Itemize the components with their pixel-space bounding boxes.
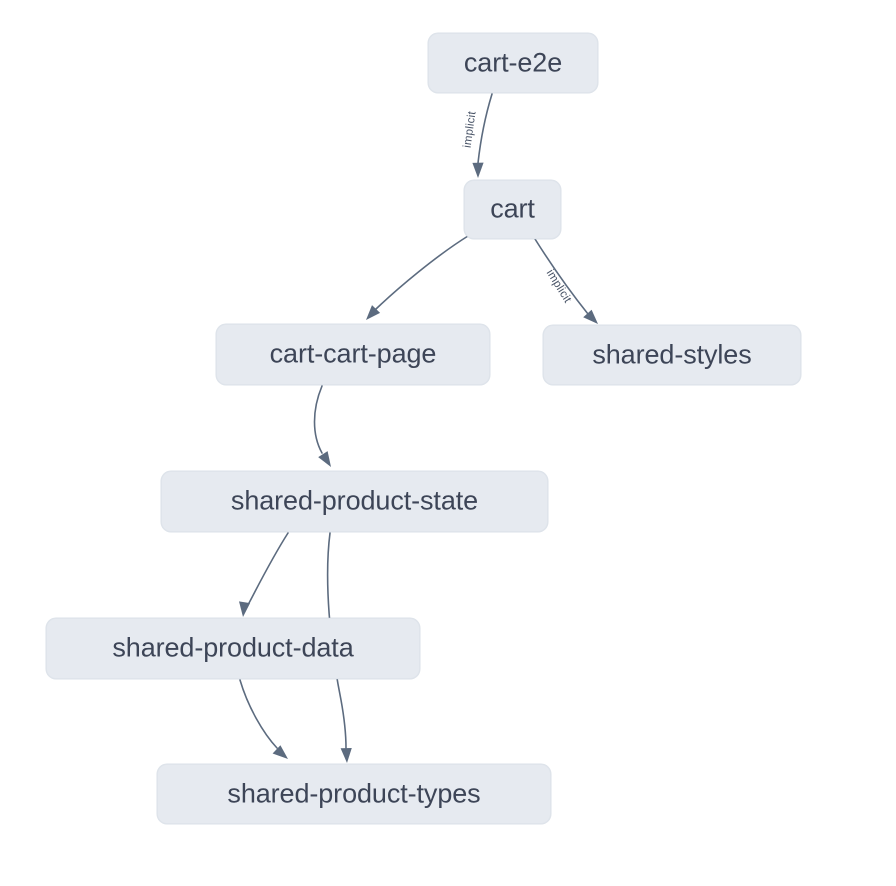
node-shared-product-types[interactable]: shared-product-types (157, 764, 551, 824)
edge-cart-e2e-to-cart: implicit (462, 93, 493, 178)
arrowhead-icon (318, 451, 331, 467)
node-label: shared-product-types (227, 778, 481, 808)
node-cart-e2e[interactable]: cart-e2e (428, 33, 598, 93)
node-label: shared-product-state (230, 485, 479, 516)
node-cart-cart-page[interactable]: cart-cart-page (216, 324, 490, 385)
node-label: shared-product-data (112, 632, 354, 663)
edge-cart-cart-page-to-shared-product-state (313, 385, 331, 467)
arrowhead-icon (583, 309, 598, 324)
arrowhead-icon (239, 601, 251, 617)
node-label: cart-e2e (463, 47, 563, 77)
node-label: shared-styles (592, 339, 752, 369)
node-label: cart (490, 193, 535, 224)
edge-label-implicit-1: implicit (462, 110, 479, 149)
node-label: cart-cart-page (269, 338, 437, 369)
edge-path (248, 532, 289, 604)
edge-shared-product-state-to-shared-product-types (326, 532, 352, 763)
edge-path (326, 532, 347, 749)
edge-cart-to-shared-styles: implicit (534, 238, 598, 324)
arrowhead-icon (472, 162, 484, 178)
arrowhead-icon (366, 305, 381, 320)
node-cart[interactable]: cart (464, 180, 561, 239)
edge-cart-to-cart-cart-page (366, 235, 469, 320)
node-shared-product-state[interactable]: shared-product-state (161, 471, 548, 532)
edge-shared-product-state-to-shared-product-data (239, 532, 289, 617)
edge-shared-product-data-to-shared-product-types (239, 679, 288, 759)
edge-path (239, 679, 278, 749)
node-shared-product-data[interactable]: shared-product-data (46, 618, 420, 679)
edge-path (375, 235, 469, 310)
edge-path (477, 93, 493, 164)
arrowhead-icon (340, 748, 352, 763)
edge-path (534, 238, 589, 315)
arrowhead-icon (272, 745, 288, 759)
node-shared-styles[interactable]: shared-styles (543, 325, 801, 385)
edge-path (313, 385, 323, 454)
edge-label-implicit-2: implicit (544, 268, 574, 306)
